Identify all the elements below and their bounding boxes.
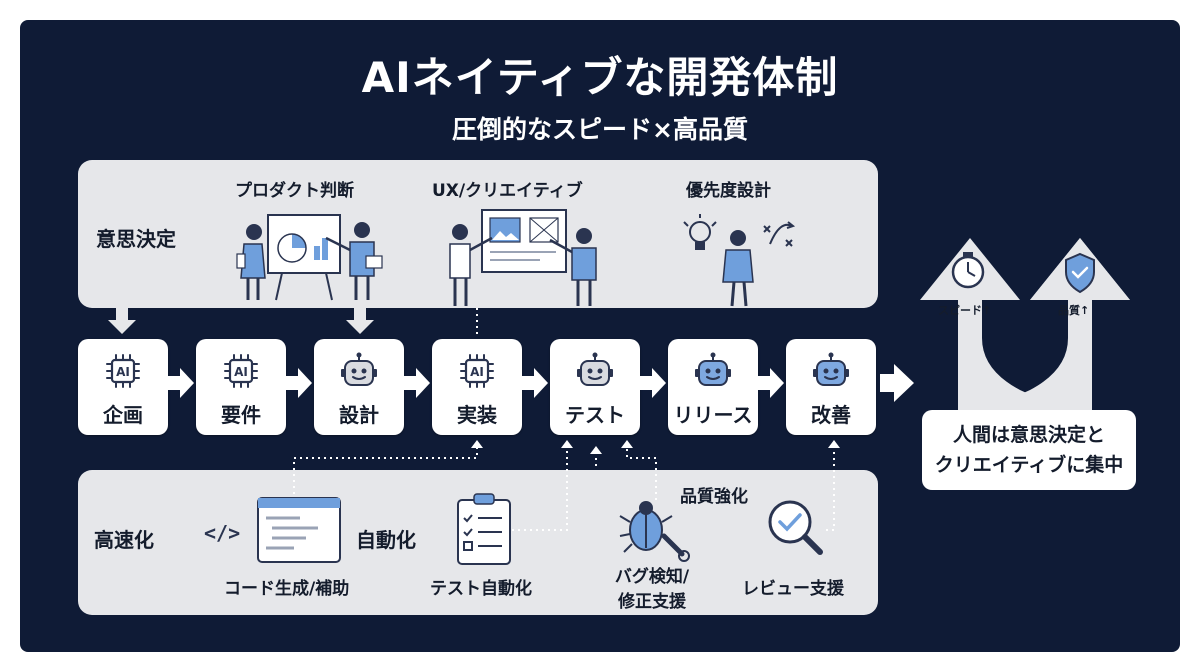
review-label: レビュー支援 [742,579,844,599]
presenter-man [325,222,383,300]
lightbulb-icon [683,214,717,250]
speedup-label: 高速化 [94,528,154,552]
pie-chart-icon [292,234,306,248]
stopwatch-icon [951,252,985,289]
flow-arrow [640,368,666,398]
ai-chip-icon: AI [224,354,258,388]
page-title: AIネイティブな開発体制 [361,53,839,102]
flow-arrow [286,368,312,398]
outcome-callout: 人間は意思決定と クリエイティブに集中 [922,410,1136,490]
dotted-connectors [293,308,835,531]
quality-up-tag: 品質↑ [1058,304,1090,317]
robot-icon [341,352,377,386]
flow-arrow [168,368,194,398]
step-design: 設計 [314,339,404,435]
ai-chip-icon: AI [106,354,140,388]
presenter-woman [236,224,266,300]
step-label: 要件 [221,403,261,427]
product-decision-illustration [236,214,383,301]
outcome-arrows [920,238,1130,412]
product-decision-label: プロダクト判断 [235,181,354,201]
shield-check-icon [1065,252,1095,294]
step-label: 改善 [811,403,851,427]
step-improvement: 改善 [786,339,876,435]
ai-chip-text: AI [234,365,248,379]
down-arrow [346,308,374,334]
step-implementation: AI 実装 [432,339,522,435]
connector-arrowheads [471,440,840,454]
designer-right [549,228,597,306]
step-label: リリース [673,403,753,427]
step-label: 実装 [457,403,497,427]
step-planning: AI 企画 [78,339,168,435]
codegen-label: コード生成/補助 [224,579,350,599]
designer-left [449,224,493,306]
robot-icon [577,352,613,386]
flow-arrow [522,368,548,398]
priority-design-label: 優先度設計 [686,181,771,201]
decision-arrows [108,308,374,334]
page-subtitle: 圧倒的なスピード×高品質 [452,115,748,144]
down-arrow [108,308,136,334]
speed-up-tag: スピード↑ [938,304,992,317]
bug-detect-label-line1: バグ検知/ [614,567,690,587]
step-testing: テスト [550,339,640,435]
test-automation-label: テスト自動化 [430,579,532,599]
ai-chip-icon: AI [460,354,494,388]
robot-icon [695,352,731,386]
step-label: 設計 [339,403,379,427]
ai-chip-text: AI [470,365,484,379]
magnifier-check-icon [768,500,823,555]
flow-arrows [168,364,914,402]
outcome-line-1: 人間は意思決定と [952,424,1105,446]
robot-icon [813,352,849,386]
step-label: テスト [565,403,625,427]
step-label: 企画 [103,403,143,427]
automation-label: 自動化 [356,528,416,552]
step-release: リリース [668,339,758,435]
step-requirements: AI 要件 [196,339,286,435]
code-editor-icon: </> [204,497,341,563]
bug-detect-label-line2: 修正支援 [618,592,686,612]
flow-arrow [758,368,784,398]
thinking-woman [722,230,754,307]
outcome-line-2: クリエイティブに集中 [934,454,1124,476]
ai-chip-text: AI [116,365,130,379]
flow-arrow [404,368,430,398]
ux-creative-illustration [449,209,597,306]
flow-arrow-final [880,364,914,402]
priority-design-illustration [683,214,796,307]
decision-label: 意思決定 [96,227,176,251]
strategy-icon [763,221,796,247]
checklist-icon [457,493,511,565]
bug-wrench-icon [619,501,690,562]
ux-creative-label: UX/クリエイティブ [432,181,583,201]
quality-label: 品質強化 [680,487,748,507]
code-glyph: </> [204,521,240,545]
